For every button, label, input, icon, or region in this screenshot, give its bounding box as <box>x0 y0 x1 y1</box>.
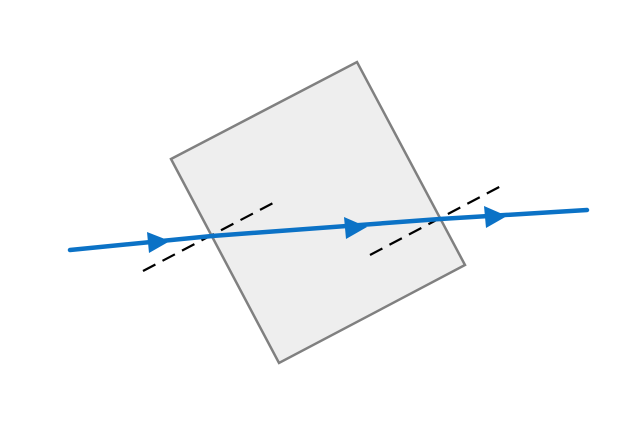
refracted-ray <box>209 216 443 239</box>
arrow-head-icon <box>344 217 367 239</box>
arrow-head-icon <box>147 232 170 253</box>
emergent-ray <box>437 207 590 222</box>
incident-ray <box>67 233 215 253</box>
arrow-head-icon <box>484 206 507 228</box>
glass-block <box>169 60 467 365</box>
